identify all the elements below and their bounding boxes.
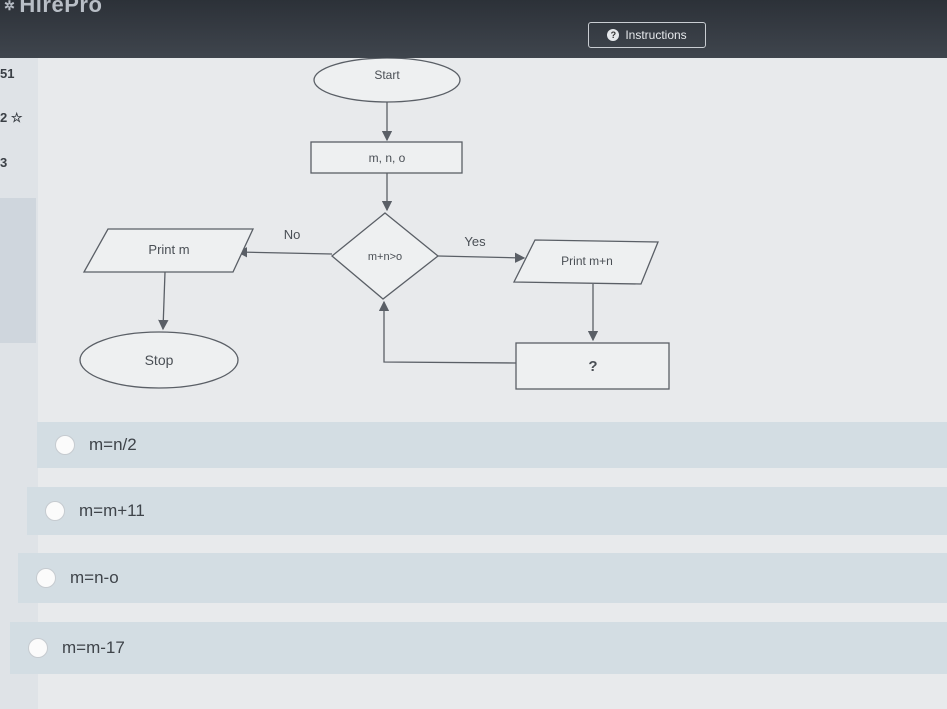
arrow-loop-back (378, 300, 517, 364)
sidebar-item-question-3[interactable]: 3 (0, 155, 8, 170)
radio-button[interactable] (36, 568, 56, 588)
sidebar-item-question-1[interactable]: 51 (0, 66, 15, 81)
answer-option-4[interactable]: m=m-17 (10, 622, 947, 674)
no-label: No (284, 227, 301, 242)
sidebar-active-highlight (0, 198, 36, 343)
question-sidebar: 51 2 ☆ 3 (0, 58, 38, 709)
sidebar-item-question-2[interactable]: 2 ☆ (0, 110, 23, 125)
stop-terminal (79, 331, 239, 389)
option-label: m=n/2 (89, 435, 137, 454)
answer-option-1[interactable]: m=n/2 (37, 422, 947, 468)
option-label: m=m-17 (62, 638, 125, 657)
print-m-label: Print m (148, 242, 189, 257)
print-mn-label: Print m+n (561, 254, 613, 268)
flowchart: Start m, n, o m+n>o No Yes Print m Stop … (79, 58, 670, 390)
start-label: Start (374, 68, 400, 82)
answer-option-2[interactable]: m=m+11 (27, 487, 947, 535)
question-content: Start m, n, o m+n>o No Yes Print m Stop … (38, 58, 947, 709)
radio-button[interactable] (55, 435, 75, 455)
brand-name: HirePro (19, 0, 103, 17)
brand-logo: ✲HirePro (4, 0, 102, 18)
instructions-button[interactable]: ? Instructions (588, 22, 706, 48)
arrow-yes-branch (437, 252, 526, 263)
instructions-label: Instructions (625, 28, 687, 42)
option-label: m=m+11 (79, 501, 145, 520)
print-mn-box (512, 239, 659, 285)
answer-option-3[interactable]: m=n-o (18, 553, 947, 603)
unknown-step-label: ? (588, 358, 597, 375)
unknown-step-box (515, 342, 670, 390)
top-bar: ✲HirePro ? Instructions (0, 0, 947, 58)
arrow-print-m-to-stop (158, 271, 169, 331)
arrow-no-branch (236, 246, 333, 258)
stop-label: Stop (145, 352, 174, 368)
option-label: m=n-o (70, 568, 119, 587)
gear-icon: ✲ (4, 0, 16, 14)
radio-button[interactable] (45, 501, 65, 521)
info-icon: ? (607, 29, 620, 41)
radio-button[interactable] (28, 638, 48, 658)
print-m-box (82, 228, 255, 273)
input-box (310, 141, 463, 174)
decision-diamond (330, 212, 440, 300)
input-label: m, n, o (369, 151, 406, 165)
decision-label: m+n>o (368, 251, 402, 263)
yes-label: Yes (464, 234, 486, 249)
